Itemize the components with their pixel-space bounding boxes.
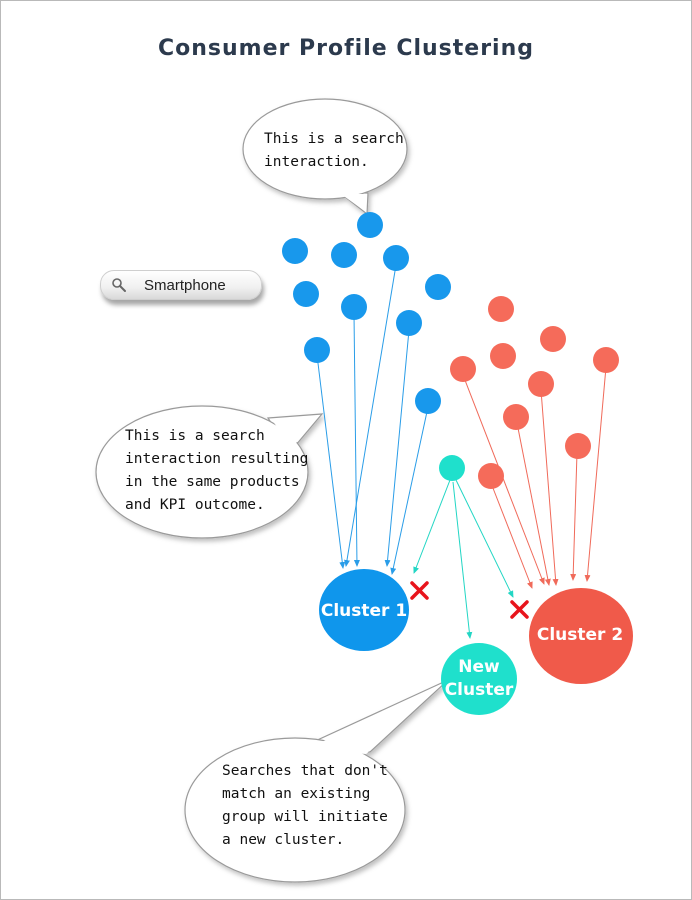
new-search-dot (439, 455, 465, 481)
search-dot (488, 296, 514, 322)
search-dot (528, 371, 554, 397)
callout-bottom-text: Searches that don't match an existing gr… (222, 760, 388, 852)
search-dot (293, 281, 319, 307)
search-dot (540, 326, 566, 352)
callout-bottom (184, 679, 449, 883)
callout-line: match an existing (222, 786, 371, 802)
callout-line: This is a search (264, 131, 404, 147)
search-dot (383, 245, 409, 271)
search-dot (415, 388, 441, 414)
callout-line: and KPI outcome. (125, 497, 265, 513)
search-dot (478, 463, 504, 489)
search-dot (304, 337, 330, 363)
search-dot (490, 343, 516, 369)
cross-icon (510, 600, 529, 619)
search-dot (282, 238, 308, 264)
cluster-1-label: Cluster 1 (321, 601, 407, 621)
callout-line: Searches that don't (222, 763, 388, 779)
callout-line: This is a search (125, 428, 265, 444)
new-cluster-label-line-1: New (458, 657, 500, 677)
search-interactions-red (450, 296, 619, 489)
callout-middle-text: This is a search interaction resulting i… (125, 425, 308, 517)
cluster-2-node: Cluster 2 (529, 588, 633, 684)
callout-line: in the same products (125, 474, 300, 490)
callout-line: interaction resulting (125, 451, 309, 467)
callout-top-text: This is a search interaction. (264, 128, 404, 174)
cluster-1-node: Cluster 1 (319, 569, 409, 651)
search-query: Smartphone (144, 277, 226, 294)
search-dot (341, 294, 367, 320)
magnifier-icon (112, 278, 126, 292)
callout-line: group will initiate (222, 809, 388, 825)
callout-top (242, 98, 408, 216)
search-dot (425, 274, 451, 300)
new-cluster-label-line-2: Cluster (445, 680, 514, 700)
search-interactions-blue (282, 212, 451, 414)
search-dot (357, 212, 383, 238)
search-box[interactable]: Smartphone (100, 270, 262, 300)
diagram-title: Consumer Profile Clustering (157, 36, 535, 61)
new-cluster-node: New Cluster (441, 643, 517, 715)
callout-middle (95, 405, 324, 539)
callout-line: a new cluster. (222, 832, 345, 848)
cluster-2-label: Cluster 2 (537, 625, 623, 645)
cross-icon (410, 581, 429, 600)
arrows-to-cluster-1 (316, 264, 429, 575)
search-dot (565, 433, 591, 459)
search-dot (593, 347, 619, 373)
search-dot (396, 310, 422, 336)
search-dot (503, 404, 529, 430)
search-dot (331, 242, 357, 268)
arrows-from-new-search (413, 479, 514, 639)
search-dot (450, 356, 476, 382)
callout-line: interaction. (264, 154, 369, 170)
